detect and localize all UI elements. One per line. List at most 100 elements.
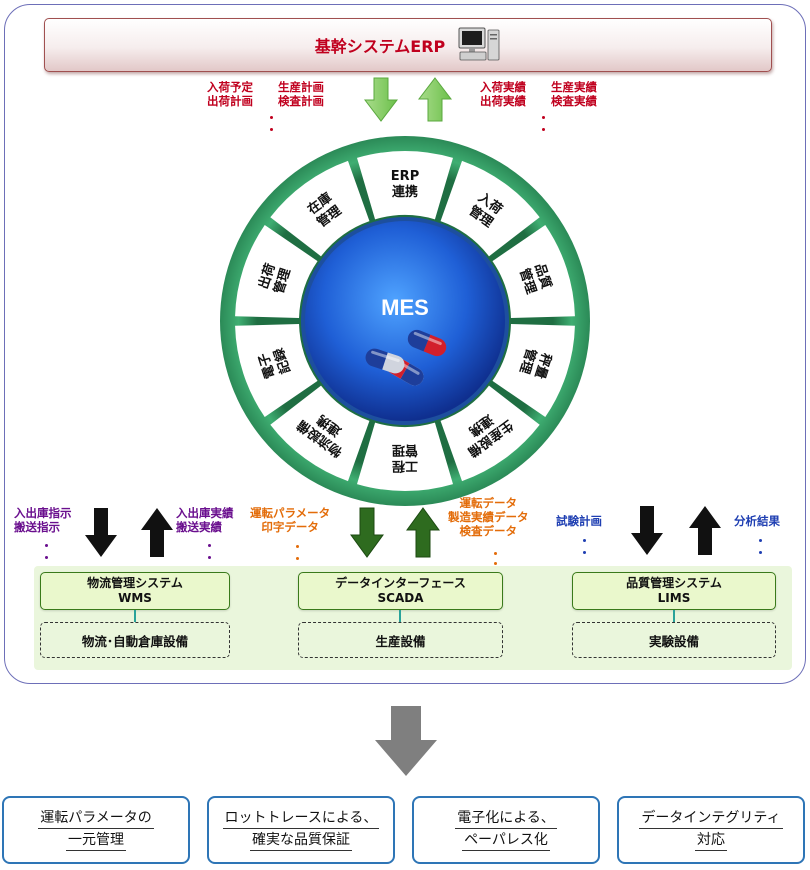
scada-system-box: データインターフェース SCADA <box>298 572 503 610</box>
lims-up-label: 分析結果 <box>734 514 780 528</box>
label-receiving-plan: 入荷予定 <box>207 80 253 94</box>
label-inout-instruction: 入出庫指示 <box>14 506 72 520</box>
scada-equipment-label: 生産設備 <box>375 633 426 649</box>
result-text-line2: 確実な品質保証 <box>250 831 352 851</box>
wheel-segment <box>440 385 540 482</box>
wheel-segment <box>235 224 318 319</box>
dot <box>208 556 211 559</box>
label-manufacturing-result: 製造実績データ <box>448 510 529 524</box>
wms-system-box: 物流管理システム WMS <box>40 572 230 610</box>
result-box-lot-trace: ロットトレースによる、 確実な品質保証 <box>207 796 395 864</box>
dot <box>270 128 273 131</box>
dot <box>45 544 48 547</box>
label-inspection-data: 検査データ <box>459 524 518 538</box>
wheel-segment <box>492 224 575 319</box>
result-text-line2: 対応 <box>695 831 727 851</box>
erp-result-labels-2: 生産実績 検査実績 <box>551 80 597 108</box>
dot <box>208 544 211 547</box>
wheel-segment <box>270 160 370 257</box>
wheel-segment-label: 秤量管理 <box>516 346 554 381</box>
dot <box>494 562 497 565</box>
label-test-plan: 試験計画 <box>556 514 602 528</box>
wms-up-label: 入出庫実績 搬送実績 <box>176 506 234 534</box>
erp-title: 基幹システムERP <box>314 37 446 56</box>
label-inspection-result: 検査実績 <box>551 94 597 108</box>
arrow-up-icon <box>417 77 453 122</box>
label-inout-result: 入出庫実績 <box>176 506 234 520</box>
computer-icon <box>458 27 500 61</box>
lims-system-code: LIMS <box>657 591 691 605</box>
label-production-plan: 生産計画 <box>278 80 324 94</box>
erp-plan-labels-1: 入荷予定 出荷計画 <box>207 80 253 108</box>
dot <box>296 545 299 548</box>
arrow-down-icon <box>350 507 384 558</box>
erp-result-labels-1: 入荷実績 出荷実績 <box>480 80 526 108</box>
erp-system-bar: 基幹システムERP <box>44 18 772 72</box>
wms-down-label: 入出庫指示 搬送指示 <box>14 506 72 534</box>
wheel-segment <box>357 422 453 492</box>
wheel-segment <box>357 151 453 220</box>
lims-equipment-label: 実験設備 <box>648 633 699 649</box>
label-shipping-result: 出荷実績 <box>480 94 526 108</box>
result-box-data-integrity: データインテグリティ 対応 <box>617 796 805 864</box>
dot <box>759 551 762 554</box>
connector <box>399 610 401 622</box>
wheel-segment <box>440 160 540 257</box>
arrow-up-icon <box>141 508 173 557</box>
lims-system-name: 品質管理システム <box>626 576 722 590</box>
scada-up-label: 運転データ 製造実績データ 検査データ <box>448 496 529 538</box>
dot <box>296 557 299 560</box>
arrow-down-icon <box>375 706 437 776</box>
label-analysis-result: 分析結果 <box>734 514 780 528</box>
label-inspection-plan: 検査計画 <box>278 94 324 108</box>
dot <box>494 552 497 555</box>
label-shipping-plan: 出荷計画 <box>207 94 253 108</box>
label-production-result: 生産実績 <box>551 80 597 94</box>
scada-down-label: 運転パラメータ 印字データ <box>250 506 330 534</box>
connector <box>134 610 136 622</box>
result-text-line1: 電子化による、 <box>455 809 557 829</box>
label-operation-parameter: 運転パラメータ <box>250 506 331 520</box>
label-transport-result: 搬送実績 <box>176 520 222 534</box>
dot <box>542 116 545 119</box>
lims-equipment-box: 実験設備 <box>572 622 776 658</box>
dot <box>45 556 48 559</box>
lims-system-box: 品質管理システム LIMS <box>572 572 776 610</box>
result-box-parameter-management: 運転パラメータの 一元管理 <box>2 796 190 864</box>
wms-equipment-box: 物流･自動倉庫設備 <box>40 622 230 658</box>
dot <box>759 539 762 542</box>
label-operation-data: 運転データ <box>459 496 518 510</box>
wheel-segment <box>270 385 370 482</box>
label-print-data: 印字データ <box>261 520 319 534</box>
arrow-down-icon <box>363 77 399 122</box>
arrow-down-icon <box>85 508 117 557</box>
arrow-down-icon <box>631 506 663 555</box>
result-text-line1: データインテグリティ <box>639 809 783 829</box>
capsule-icon <box>365 329 447 386</box>
wms-equipment-label: 物流･自動倉庫設備 <box>81 633 189 649</box>
result-text-line1: 運転パラメータの <box>38 809 154 829</box>
erp-plan-labels-2: 生産計画 検査計画 <box>278 80 324 108</box>
wheel-segment-label: 出荷管理 <box>255 261 293 296</box>
wheel-segment <box>492 323 575 418</box>
wheel-segment-label: 電子記録 <box>256 345 294 380</box>
arrow-up-icon <box>406 507 440 558</box>
mes-title: MES <box>381 295 429 320</box>
lims-down-label: 試験計画 <box>556 514 602 528</box>
label-receiving-result: 入荷実績 <box>480 80 526 94</box>
wheel-segment-label: 工程管理 <box>392 442 418 473</box>
scada-equipment-box: 生産設備 <box>298 622 503 658</box>
dot <box>270 116 273 119</box>
scada-system-code: SCADA <box>377 591 424 605</box>
result-text-line2: ペーパレス化 <box>462 831 550 851</box>
dot <box>583 551 586 554</box>
dot <box>583 539 586 542</box>
wms-system-code: WMS <box>118 591 152 605</box>
result-text-line1: ロットトレースによる、 <box>222 809 380 829</box>
wheel-segment-label: 品質管理 <box>516 261 554 296</box>
wms-system-name: 物流管理システム <box>87 576 183 590</box>
dot <box>542 128 545 131</box>
label-transport-instruction: 搬送指示 <box>14 520 60 534</box>
